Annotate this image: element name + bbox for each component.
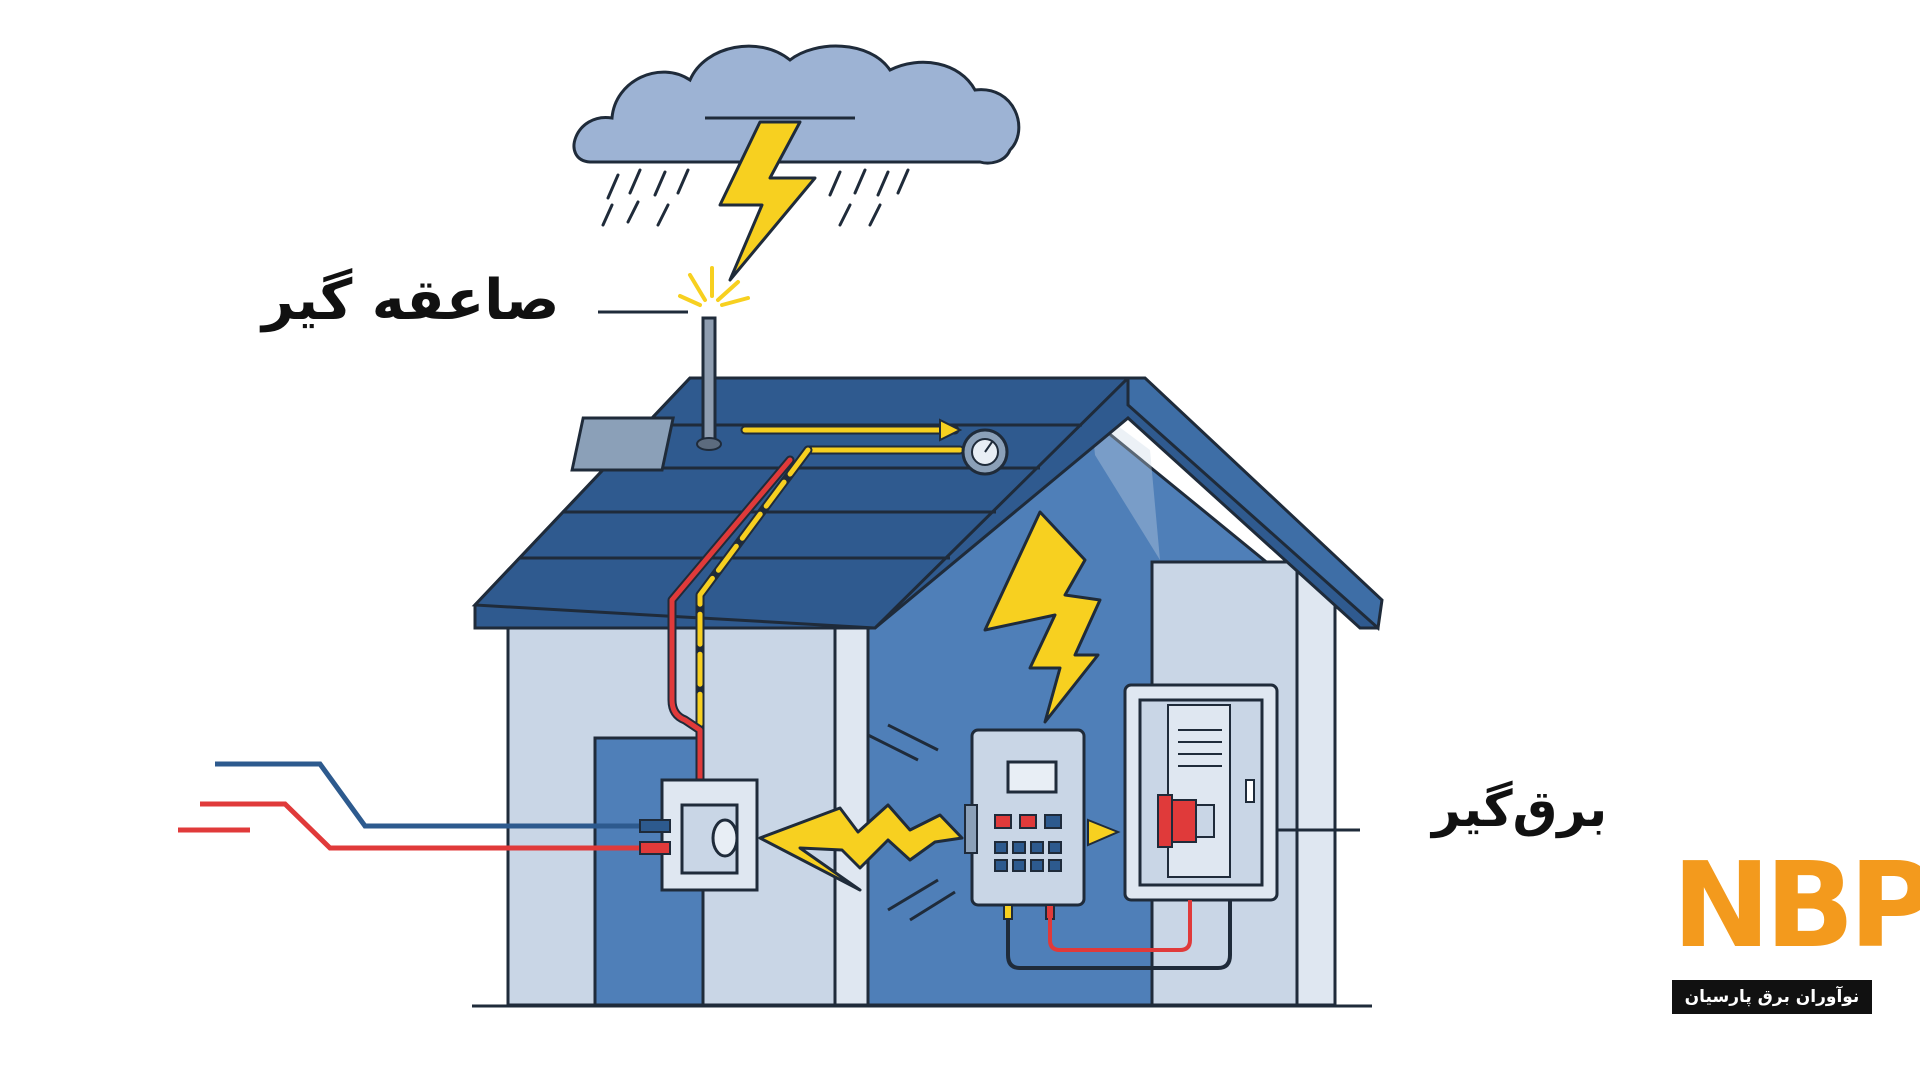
distribution-panel (1123, 683, 1279, 902)
logo-letters: NBP (1672, 836, 1920, 974)
ground-wires (1006, 900, 1232, 970)
incoming-service-wires (178, 761, 655, 851)
roof-down-conductor (667, 425, 965, 785)
lightning-rod (570, 316, 722, 472)
motion-lines (867, 723, 956, 922)
surge-arrester-label: برق‌گیر (1432, 780, 1608, 838)
strike-spark-icon (678, 266, 750, 307)
roof-gauge-icon (961, 428, 1009, 476)
wall-lightning-bolt (983, 510, 1102, 724)
surge-flow-bolt (758, 803, 964, 892)
logo-subtitle: نوآوران برق پارسیان (1672, 980, 1872, 1014)
panel-flow-arrow-icon (1087, 818, 1121, 847)
storm-cloud (572, 44, 1021, 165)
arrow-head-icon (939, 418, 963, 442)
surge-protector-unit (964, 728, 1086, 920)
rain-streaks (601, 168, 910, 227)
lightning-rod-label: صاعقه گیر (262, 268, 560, 333)
service-meter (639, 778, 759, 892)
house-front-wall (506, 613, 870, 1007)
nbp-logo: NBP نوآوران برق پارسیان (1672, 830, 1920, 1016)
sky-lightning-bolt (718, 120, 817, 282)
